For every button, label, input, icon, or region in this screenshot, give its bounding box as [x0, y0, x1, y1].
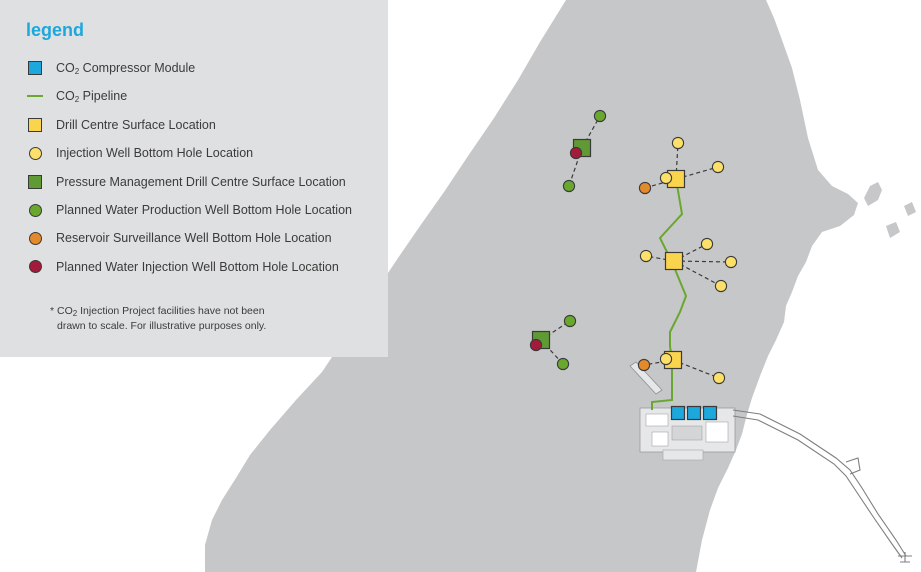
legend-symbol: [26, 144, 44, 162]
pipeline: [651, 178, 688, 410]
legend-pipeline: CO2 Pipeline: [26, 86, 127, 106]
project-overlay: [529, 109, 738, 421]
injection-well: [714, 279, 728, 293]
compressor-module: [702, 405, 718, 421]
compressor-module: [670, 405, 686, 421]
legend-label: CO2 Compressor Module: [56, 60, 196, 76]
legend-label: Planned Water Injection Well Bottom Hole…: [56, 259, 339, 274]
legend-symbol: [26, 258, 44, 276]
islet: [740, 10, 754, 20]
water-production-well: [556, 357, 570, 371]
islet: [864, 182, 882, 206]
water-injection-well: [569, 146, 583, 160]
legend-label: Planned Water Production Well Bottom Hol…: [56, 203, 352, 217]
legend-water-injection-well: Planned Water Injection Well Bottom Hole…: [26, 257, 339, 277]
surveillance-well: [637, 358, 651, 372]
water-injection-well: [529, 338, 543, 352]
legend-surveillance-well: Reservoir Surveillance Well Bottom Hole …: [26, 228, 332, 248]
legend-water-production-well: Planned Water Production Well Bottom Hol…: [26, 200, 352, 220]
legend-drill-centre: Drill Centre Surface Location: [26, 115, 216, 135]
legend-symbol: [26, 116, 44, 134]
jetty: [732, 409, 912, 563]
legend-title: legend: [26, 20, 85, 40]
drill-centre: [664, 251, 684, 271]
islet: [904, 202, 916, 216]
injection-well: [659, 352, 673, 366]
legend-symbol: [26, 59, 44, 77]
islet: [886, 222, 900, 238]
legend-label: Reservoir Surveillance Well Bottom Hole …: [56, 231, 332, 246]
legend-label: Pressure Management Drill Centre Surface…: [56, 174, 346, 189]
legend-injection-well: Injection Well Bottom Hole Location: [26, 143, 253, 163]
legend-symbol: [26, 201, 44, 219]
legend-symbol: [26, 87, 44, 105]
compressor-module: [686, 405, 702, 421]
water-production-well: [563, 314, 577, 328]
legend-label: Injection Well Bottom Hole Location: [56, 146, 254, 161]
legend-compressor-module: CO2 Compressor Module: [26, 58, 195, 78]
well-path: [673, 243, 708, 262]
water-production-well: [593, 109, 607, 123]
scale-note-line-2: drawn to scale. For illustrative purpose…: [57, 320, 267, 332]
well-path: [673, 260, 732, 263]
surveillance-well: [638, 181, 652, 195]
airstrip: [629, 361, 663, 395]
water-production-well: [562, 179, 576, 193]
well-path: [644, 178, 677, 189]
injection-well: [671, 136, 685, 150]
scale-note: * CO2 Injection Project facilities have …: [50, 305, 370, 333]
well-path: [540, 339, 564, 365]
legend-label: Drill Centre Surface Location: [56, 117, 216, 132]
injection-well: [659, 171, 673, 185]
injection-well: [711, 160, 725, 174]
injection-well: [700, 237, 714, 251]
legend-symbol: [26, 173, 44, 191]
legend-pressure-management: Pressure Management Drill Centre Surface…: [26, 172, 346, 192]
legend-label: CO2 Pipeline: [56, 88, 128, 104]
legend-symbol: [26, 229, 44, 247]
injection-well: [639, 249, 653, 263]
injection-well: [724, 255, 738, 269]
scale-note-line-1: * CO2 Injection Project facilities have …: [50, 305, 265, 318]
injection-well: [712, 371, 726, 385]
